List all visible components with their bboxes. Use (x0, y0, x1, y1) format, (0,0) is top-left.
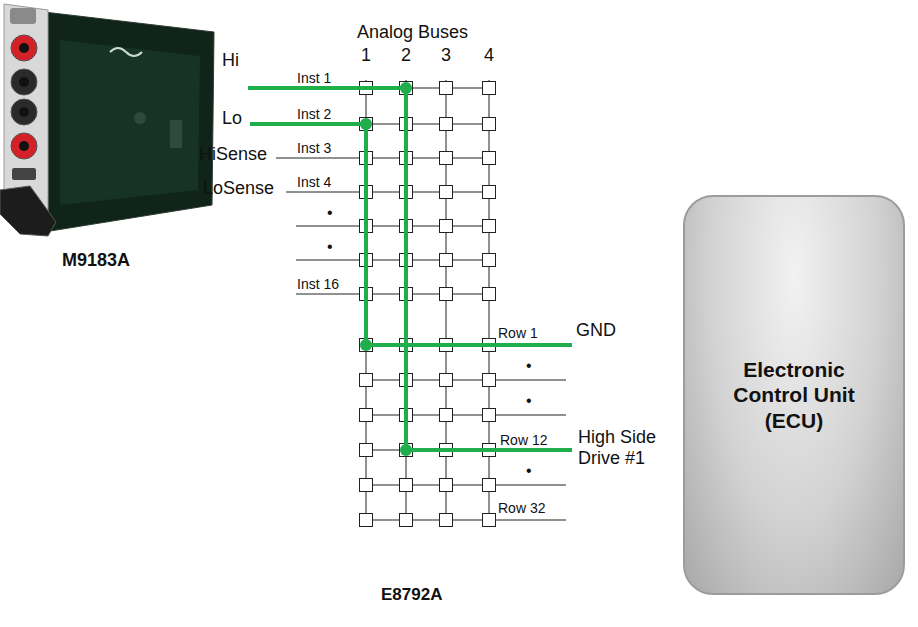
relay-crosspoint (360, 409, 373, 422)
relay-crosspoint (400, 514, 413, 527)
ellipsis-dot: • (526, 357, 532, 375)
relay-crosspoint (400, 444, 413, 457)
bus-number: 2 (401, 45, 411, 66)
instrument-row-line (296, 260, 489, 261)
pxi-module-picture (0, 4, 214, 236)
relay-crosspoint (440, 118, 453, 131)
board-mark (170, 120, 182, 148)
relay-crosspoint (483, 82, 496, 95)
relay-crosspoint (483, 186, 496, 199)
closed-relay-dot (400, 444, 412, 456)
jack-hole (19, 43, 29, 53)
ellipsis-dot: • (327, 238, 333, 256)
relay-crosspoint (483, 479, 496, 492)
signal-name: LoSense (203, 178, 274, 199)
relay-crosspoint (360, 339, 373, 352)
circuit-board (44, 12, 214, 232)
relay-crosspoint (483, 152, 496, 165)
relay-crosspoint (360, 374, 373, 387)
relay-crosspoint (483, 254, 496, 267)
ellipsis-dot: • (526, 462, 532, 480)
board-mark (134, 112, 146, 124)
row-name: Inst 4 (297, 174, 331, 190)
dut-row-line (366, 520, 566, 521)
ellipsis-dot: • (327, 204, 333, 222)
ejector-lever (0, 186, 56, 236)
dut-row-line (366, 415, 566, 416)
row-name: Row 32 (498, 500, 545, 516)
row-name: Inst 2 (297, 106, 331, 122)
analog-bus-line (446, 80, 447, 527)
signal-name: HiSense (199, 144, 267, 165)
banana-jack (11, 69, 37, 95)
closed-relay-dot (360, 118, 372, 130)
bus-number: 1 (361, 45, 371, 66)
trigger-port (12, 168, 36, 180)
relay-crosspoint (483, 374, 496, 387)
analog-bus-line (489, 80, 490, 527)
relay-crosspoint (360, 479, 373, 492)
banana-jack (11, 133, 37, 159)
relay-crosspoint (400, 82, 413, 95)
relay-crosspoint (440, 374, 453, 387)
jack-hole (19, 141, 29, 151)
relay-crosspoint (483, 220, 496, 233)
banana-jack (11, 35, 37, 61)
relay-crosspoint (360, 514, 373, 527)
relay-crosspoint (360, 118, 373, 131)
bus-number: 4 (484, 45, 494, 66)
relay-crosspoint (483, 514, 496, 527)
jack-hole (19, 77, 29, 87)
relay-crosspoint (440, 479, 453, 492)
relay-crosspoint (440, 220, 453, 233)
relay-crosspoint (440, 186, 453, 199)
relay-crosspoint (483, 118, 496, 131)
model-name: E8792A (381, 585, 442, 605)
switch-matrix (248, 80, 572, 527)
relay-crosspoint (440, 152, 453, 165)
bus-number: 3 (441, 45, 451, 66)
signal-name: Hi (222, 50, 239, 71)
model-name: M9183A (62, 250, 130, 271)
signal-name: Lo (222, 108, 242, 129)
jack-hole (19, 107, 29, 117)
logo-wave (110, 48, 142, 56)
dut-row-line (366, 380, 566, 381)
relay-crosspoint (440, 409, 453, 422)
row-name: Row 12 (500, 432, 547, 448)
banana-jack (11, 99, 37, 125)
instrument-row-line (276, 158, 489, 159)
signal-name: High Side Drive #1 (578, 427, 673, 468)
panel-screw (10, 8, 36, 24)
node-title: Electronic Control Unit (ECU) (724, 357, 864, 433)
row-name: Inst 1 (297, 70, 331, 86)
relay-crosspoint (440, 82, 453, 95)
instrument-row-line (286, 192, 489, 193)
closed-signal-path (248, 88, 572, 450)
signal-name: GND (576, 320, 616, 341)
closed-relay-dot (360, 339, 372, 351)
relay-crosspoint (400, 479, 413, 492)
instrument-row-line (296, 226, 489, 227)
dut-row-line (366, 485, 566, 486)
relay-crosspoint (440, 288, 453, 301)
ellipsis-dot: • (526, 392, 532, 410)
closed-relay-dot (400, 82, 412, 94)
bus-header: Analog Buses (357, 22, 468, 43)
relay-crosspoint (483, 288, 496, 301)
relay-crosspoint (483, 409, 496, 422)
ecu-box: Electronic Control Unit (ECU) (683, 195, 905, 595)
row-name: Inst 16 (297, 276, 339, 292)
instrument-row-line (296, 294, 489, 295)
row-name: Inst 3 (297, 140, 331, 156)
relay-crosspoint (360, 444, 373, 457)
board-shield (60, 40, 200, 205)
relay-crosspoint (440, 254, 453, 267)
row-name: Row 1 (498, 325, 538, 341)
closed-signal-path (250, 124, 572, 345)
relay-crosspoint (440, 514, 453, 527)
